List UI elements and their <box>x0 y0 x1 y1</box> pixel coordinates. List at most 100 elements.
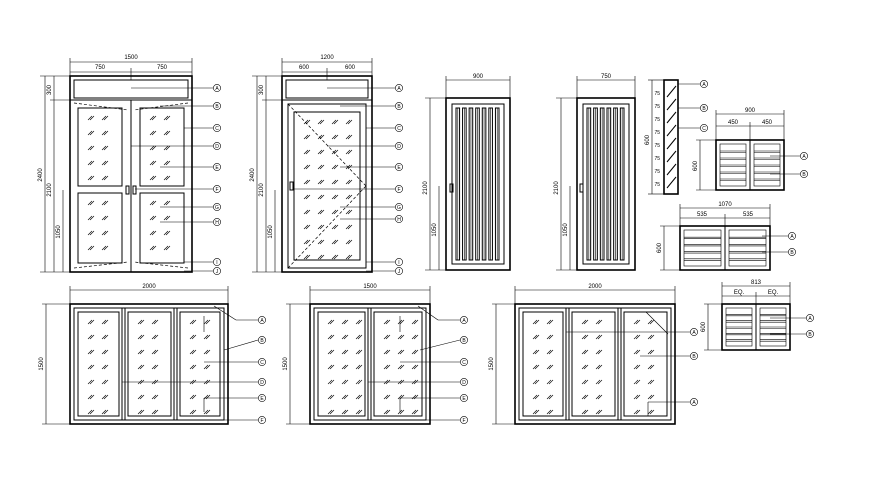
callout-letter: F <box>215 187 218 193</box>
glass-hatch <box>303 119 353 260</box>
callout-circle <box>213 142 221 150</box>
callout-letter: A <box>790 234 794 240</box>
width-right-label: 600 <box>345 65 356 71</box>
vent-slats <box>753 143 781 187</box>
callout-letter: G <box>215 205 219 211</box>
height-top-label: 300 <box>47 84 53 95</box>
louvre-pitch-label: 75 <box>654 117 660 123</box>
width-right-label: 750 <box>157 65 168 71</box>
window-height-label: 1500 <box>489 357 495 371</box>
callout-circle <box>213 124 221 132</box>
window-width-label: 2000 <box>588 284 602 290</box>
window-width-label: 2000 <box>142 284 156 290</box>
callout-circle <box>460 378 468 386</box>
callout-letter: B <box>462 338 466 344</box>
callout-letter: B <box>702 106 706 112</box>
callout-letter: B <box>790 250 794 256</box>
height-mid-label: 2100 <box>259 183 265 197</box>
callout-letter: D <box>260 380 264 386</box>
glass-hatch <box>383 319 419 415</box>
callout-tags: AB <box>806 314 814 338</box>
callout-letter: F <box>397 187 400 193</box>
window-height-label: 1500 <box>283 357 289 371</box>
callout-circle <box>788 248 796 256</box>
height-mid-label: 2100 <box>423 181 429 195</box>
callout-circle <box>800 170 808 178</box>
door-elevation-1200: 1200 600 600 300 2400 2100 1050 ABCDEFGH… <box>250 55 403 275</box>
callout-letter: E <box>260 396 264 402</box>
louvre-pitch-label: 75 <box>654 130 660 136</box>
callout-letter: C <box>702 126 706 132</box>
vent-width-right: EQ. <box>768 290 779 296</box>
door-elevation-1500: 1500 750 750 300 2400 2100 1050 <box>38 55 221 275</box>
callout-circle <box>395 124 403 132</box>
louvre-pitch-label: 75 <box>654 182 660 188</box>
callout-circle <box>258 316 266 324</box>
callout-circle <box>690 328 698 336</box>
callout-letter: A <box>802 154 806 160</box>
glass-hatch <box>87 319 109 415</box>
callout-circle <box>700 80 708 88</box>
callout-letter: H <box>397 217 401 223</box>
callout-circle <box>213 185 221 193</box>
callout-circle <box>690 398 698 406</box>
callout-letter: A <box>397 86 401 92</box>
glass-hatch <box>149 115 171 181</box>
callout-letter: C <box>215 126 219 132</box>
vent-slats <box>719 143 747 187</box>
window-height-label: 1500 <box>39 357 45 371</box>
vent-width-total: 900 <box>745 108 756 114</box>
callout-circle <box>806 314 814 322</box>
callout-letter: F <box>260 418 263 424</box>
vent-width-right: 450 <box>762 120 773 126</box>
door-slats <box>586 107 625 261</box>
height-low-label: 1050 <box>563 223 569 237</box>
vent-eq: 813 EQ. EQ. 600 AB <box>701 280 814 351</box>
glass-hatch <box>137 319 159 415</box>
louvre-door-750: 750 2100 1050 <box>554 74 636 271</box>
glass-hatch <box>327 319 363 415</box>
callout-letter: A <box>260 318 264 324</box>
callout-letter: G <box>397 205 401 211</box>
callout-letter: C <box>260 360 264 366</box>
vent-width-left: EQ. <box>734 290 745 296</box>
callout-circle <box>213 258 221 266</box>
glass-hatch <box>87 200 109 251</box>
width-left-label: 750 <box>95 65 106 71</box>
height-total-label: 2400 <box>38 168 44 182</box>
callout-tags: ABC <box>700 80 708 132</box>
callout-letter: A <box>692 400 696 406</box>
callout-letter: B <box>215 104 219 110</box>
callout-circle <box>395 163 403 171</box>
callout-tags: AB <box>800 152 808 178</box>
callout-letter: B <box>802 172 806 178</box>
callout-letter: C <box>462 360 466 366</box>
callout-circle <box>395 258 403 266</box>
vent-width-total: 813 <box>751 280 762 286</box>
callout-circle <box>460 336 468 344</box>
callout-circle <box>460 394 468 402</box>
width-left-label: 600 <box>299 65 310 71</box>
callout-letter: C <box>397 126 401 132</box>
callout-circle <box>395 267 403 275</box>
vent-height: 600 <box>701 321 707 332</box>
callout-circle <box>213 163 221 171</box>
callout-circle <box>395 142 403 150</box>
callout-letter: A <box>215 86 219 92</box>
callout-circle <box>258 336 266 344</box>
callout-tags: ABA <box>690 328 698 406</box>
width-total-label: 900 <box>473 74 484 80</box>
glass-hatch <box>189 319 211 415</box>
section-height-label: 600 <box>645 134 651 145</box>
louvre-pitch-label: 75 <box>654 156 660 162</box>
callout-letter: D <box>215 144 219 150</box>
callout-circle <box>213 84 221 92</box>
